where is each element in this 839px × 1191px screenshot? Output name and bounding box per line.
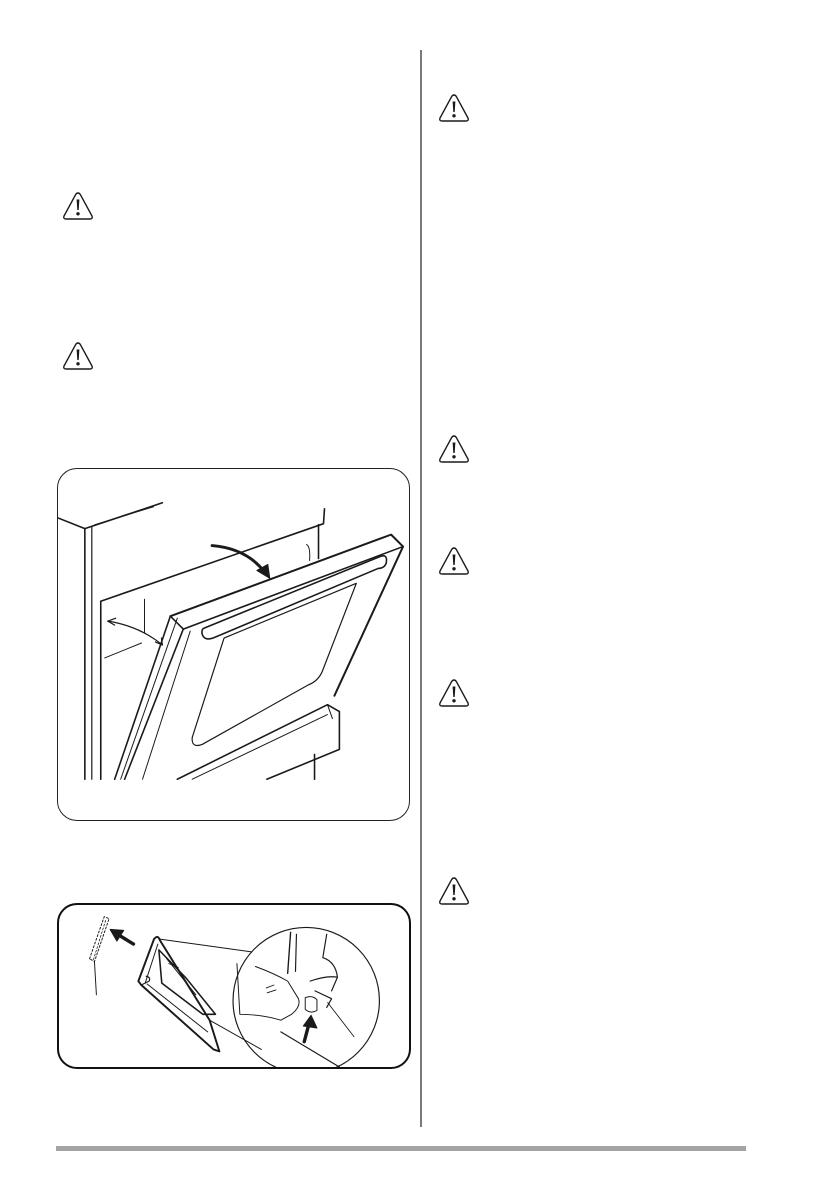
warning-triangle-icon: Warning	[438, 546, 470, 576]
column-divider	[420, 50, 422, 1127]
warning-triangle-icon: Warning	[438, 434, 470, 464]
footer-rule	[56, 1146, 746, 1151]
warning-triangle-icon: Warning	[62, 191, 94, 221]
oven-door-hinge-illustration: Oven door being closed onto hinges (illu…	[57, 468, 410, 821]
warning-triangle-icon: Warning	[62, 341, 94, 371]
warning-triangle-icon: Warning	[438, 93, 470, 123]
warning-triangle-icon: Warning	[438, 876, 470, 906]
warning-triangle-icon: Warning	[438, 678, 470, 708]
door-glass-removal-illustration: Removing inner door glass panel (illustr…	[57, 903, 411, 1069]
